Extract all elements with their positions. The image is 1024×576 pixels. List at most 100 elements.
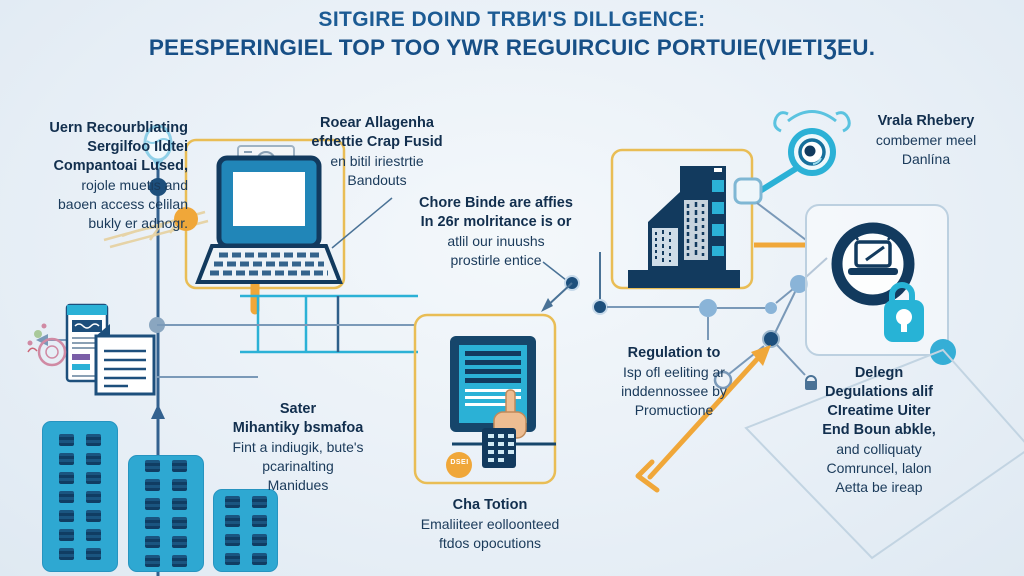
page-title: SITGIRE DOIND TRBИ'S DILLGENCE: PEESPERI… — [0, 8, 1024, 61]
building-glyph — [172, 498, 187, 510]
text-line: and colliquaty — [836, 441, 922, 457]
building-glyph — [172, 517, 187, 529]
text-line: ftdos opocutions — [439, 535, 541, 551]
laptop-icon — [195, 145, 343, 284]
left-arrowhead-icon — [36, 334, 48, 346]
text-line: Isp ofl eeliting ar — [623, 364, 725, 380]
connector-node — [149, 178, 167, 196]
text-line: Aetta be ireap — [835, 479, 923, 495]
building-glyph — [172, 460, 187, 472]
building-icon — [628, 166, 740, 288]
text-line: Danlína — [901, 151, 951, 167]
text-line: Fint a indiugik, bute's — [232, 439, 364, 455]
text-line: en bitil iriestrtie — [330, 153, 424, 169]
badge-label: DSEI — [450, 459, 469, 466]
building-glyph — [59, 509, 74, 522]
building-glyph — [59, 547, 74, 560]
building-glyph — [251, 515, 267, 527]
building-glyph — [145, 479, 160, 491]
text-line: Compantoai Lused, — [53, 158, 188, 174]
text-block-core: Chore Binde are affies In 26r molritance… — [402, 194, 590, 270]
text-line: Sater — [279, 401, 317, 417]
text-line: inddennossee by — [621, 383, 727, 399]
text-block-recruiting: Uern Recourbliating Sergilfoo Ildtei Com… — [6, 119, 188, 233]
text-block-design: Delegn Degulations alif CIreatime Uiter … — [798, 364, 960, 497]
up-arrowhead-icon — [151, 404, 165, 419]
text-line: atlil our inuushs — [447, 233, 545, 249]
building-glyph — [251, 553, 267, 565]
text-line: Cha Totion — [452, 497, 528, 513]
building-glyph — [172, 555, 187, 567]
text-line: Delegn — [854, 365, 904, 381]
connector-node — [790, 275, 808, 293]
connector-node — [765, 302, 777, 314]
title-line-2: PEESPERINGIEL TOP TOO YWR REGUIRCUIC POR… — [148, 35, 876, 60]
connector-cluster — [541, 252, 828, 340]
building-bar-medium — [128, 455, 204, 572]
balloon-icon — [143, 124, 173, 196]
pointer-line — [331, 197, 393, 249]
building-glyph — [145, 555, 160, 567]
arrowhead-icon — [541, 298, 553, 312]
text-line: Emaliiteer eolloonteed — [420, 516, 560, 532]
computer-box — [174, 138, 346, 315]
tablet-box — [413, 313, 557, 485]
badge-circle — [446, 452, 472, 478]
text-line: pcarinalting — [262, 458, 334, 474]
building-glyph — [145, 460, 160, 472]
building-glyph — [172, 479, 187, 491]
diamond-outline — [744, 348, 1024, 560]
text-line: Vrala Rhebery — [877, 113, 975, 129]
building-glyph — [86, 471, 101, 484]
lock-bulb-icon — [884, 282, 924, 342]
text-line: Mihantiky bsmafoa — [232, 420, 364, 436]
connector-node — [713, 370, 733, 390]
connector-node — [699, 299, 717, 317]
arrowhead-icon — [751, 345, 771, 366]
building-glyph — [86, 433, 101, 446]
text-line: Manidues — [267, 477, 329, 493]
building-glyph — [59, 471, 74, 484]
text-line: End Boun abkle, — [822, 422, 936, 438]
text-line: Uern Recourbliating — [49, 120, 188, 136]
building-glyph — [86, 547, 101, 560]
building-glyph — [59, 452, 74, 465]
text-line: baoen access celilan — [58, 196, 188, 212]
square-node — [733, 177, 807, 241]
building-glyph — [86, 528, 101, 541]
scribble-pink — [27, 323, 67, 367]
text-line: In 26r molritance is or — [420, 214, 572, 230]
text-block-regulation: Regulation to Isp ofl eeliting ar indden… — [588, 344, 760, 420]
text-line: Comruncel, lalon — [826, 460, 932, 476]
text-line: Chore Binde are affies — [419, 195, 573, 211]
orange-node — [174, 207, 198, 231]
text-line: combemer meel — [875, 132, 977, 148]
building-glyph — [224, 496, 240, 508]
building-glyph — [251, 496, 267, 508]
building-glyph — [59, 490, 74, 503]
text-line: efdettie Crap Fusid — [311, 134, 443, 150]
text-block-watch: Vrala Rhebery combemer meel Danlína — [842, 112, 1010, 169]
text-line: Regulation to — [627, 345, 721, 361]
building-glyph — [172, 536, 187, 548]
building-glyph — [86, 490, 101, 503]
building-glyph — [145, 517, 160, 529]
title-line-1: SITGIRE DOIND TRBИ'S DILLGENCE: — [318, 8, 706, 31]
connector-node — [592, 299, 608, 315]
branch-lines — [36, 317, 415, 378]
building-bar-small — [213, 489, 278, 572]
text-block-safer: Sater Mihantiky bsmafoa Fint a indiugik,… — [198, 400, 398, 495]
text-line: prostirle entice — [450, 252, 542, 268]
building-glyph — [86, 452, 101, 465]
building-glyph — [224, 553, 240, 565]
building-glyph — [86, 509, 101, 522]
text-block-scanning: Roear Allagenha efdettie Crap Fusid en b… — [282, 114, 472, 190]
tablet-touch-icon — [450, 336, 556, 468]
connector-node — [762, 330, 780, 348]
building-glyph — [224, 534, 240, 546]
text-line: Degulations alif — [825, 384, 933, 400]
building-glyph — [145, 498, 160, 510]
building-glyph — [59, 528, 74, 541]
